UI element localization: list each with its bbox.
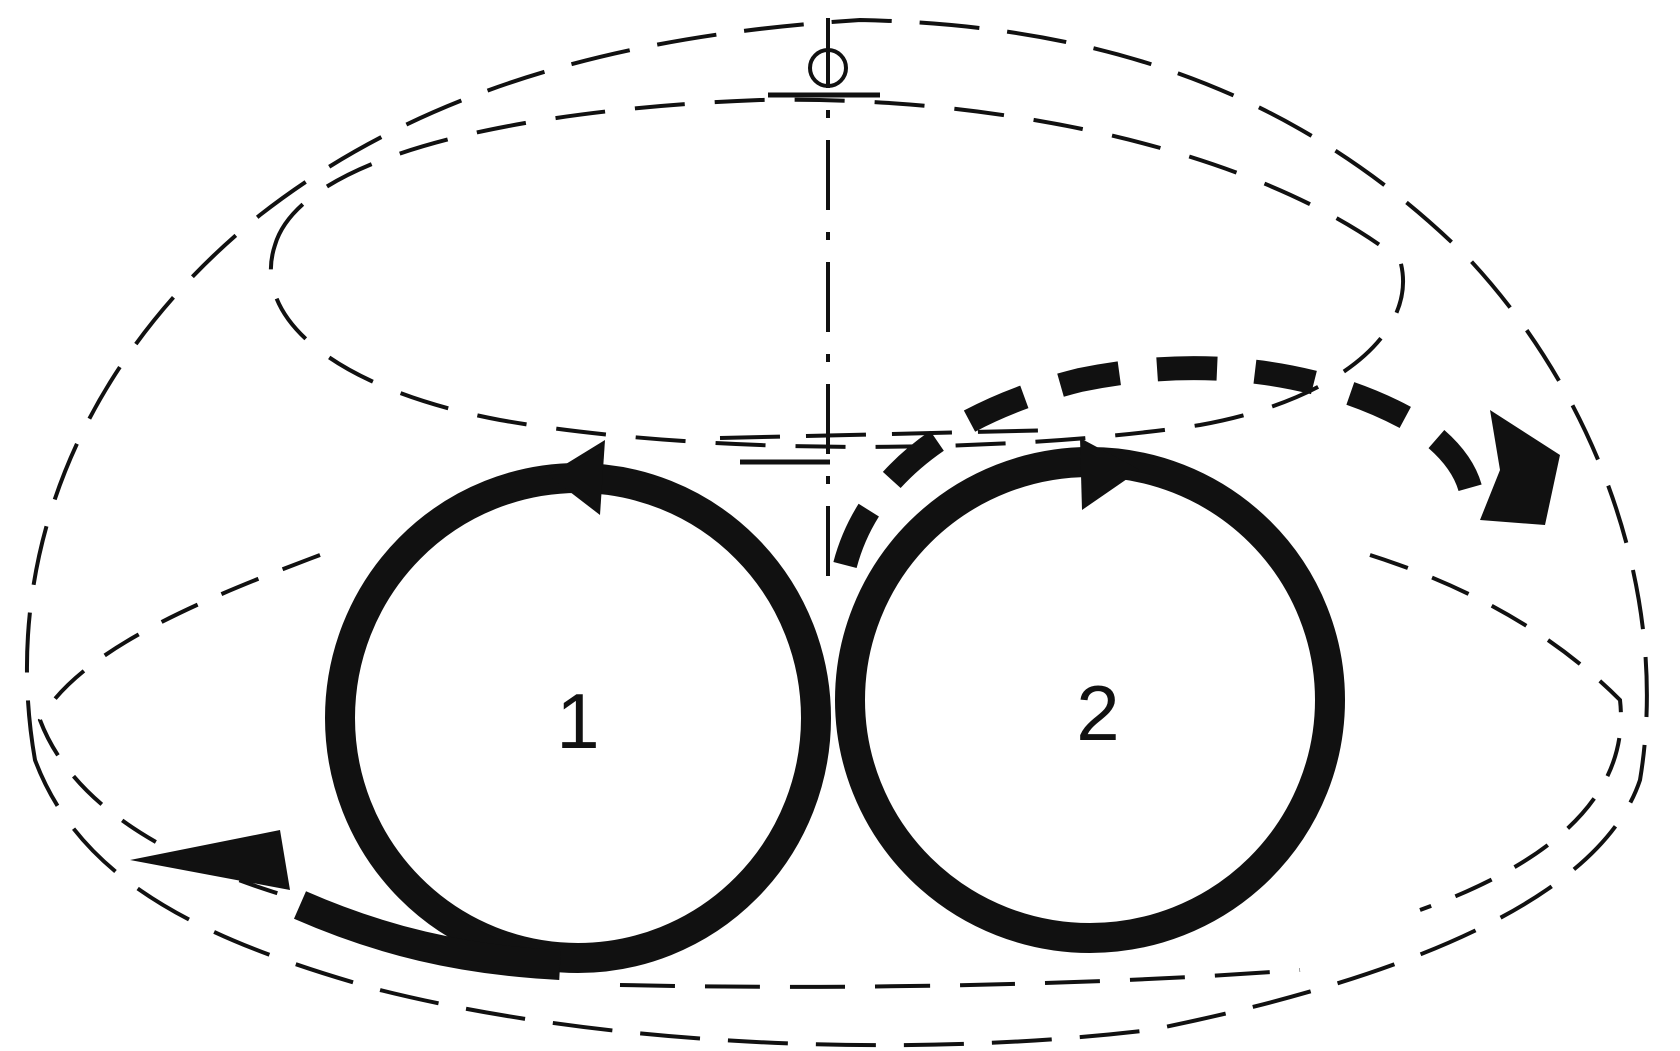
return-path-arrowhead <box>1480 410 1560 525</box>
top-marker-symbol <box>768 50 880 95</box>
loop-1-label: 1 <box>556 677 599 765</box>
upper-dashed-oval <box>271 100 1403 447</box>
bottom-dashed-line <box>620 970 1300 987</box>
right-dashed-arc <box>1370 555 1621 910</box>
loop-1-arrowhead <box>548 440 605 515</box>
loop-2-label: 2 <box>1076 669 1119 757</box>
crossbar-dashed-line <box>720 430 1060 438</box>
